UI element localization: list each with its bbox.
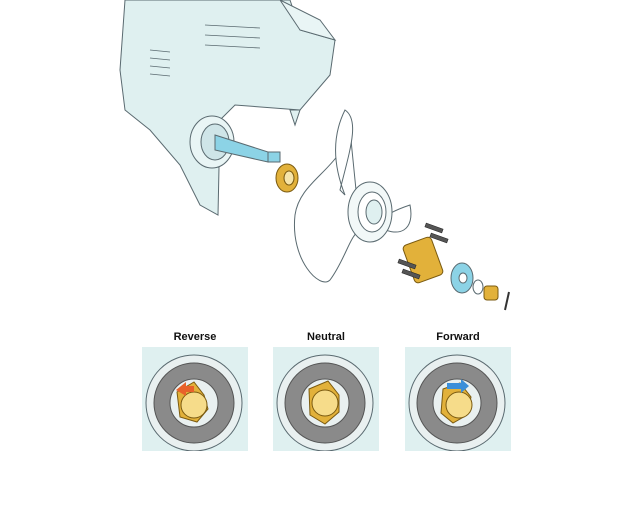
forward-arrow-icon (447, 379, 469, 393)
spline-adapter (397, 222, 449, 284)
cotter-pin (504, 291, 510, 311)
outboard-lower-unit (119, 0, 337, 216)
forward-thrust-washer (450, 262, 474, 294)
neutral-hub-diagram (273, 347, 379, 451)
label-forward: Forward (436, 331, 480, 343)
propeller (293, 109, 412, 283)
thrust-washer (275, 163, 299, 193)
propeller-shaft (214, 134, 281, 163)
propeller-nut (483, 285, 499, 301)
tab-washer (472, 279, 484, 295)
reverse-arrow-icon (176, 382, 194, 396)
reverse-hub-diagram (142, 347, 248, 451)
label-neutral: Neutral (307, 331, 345, 343)
forward-hub-diagram (405, 347, 511, 451)
label-reverse: Reverse (173, 331, 217, 343)
